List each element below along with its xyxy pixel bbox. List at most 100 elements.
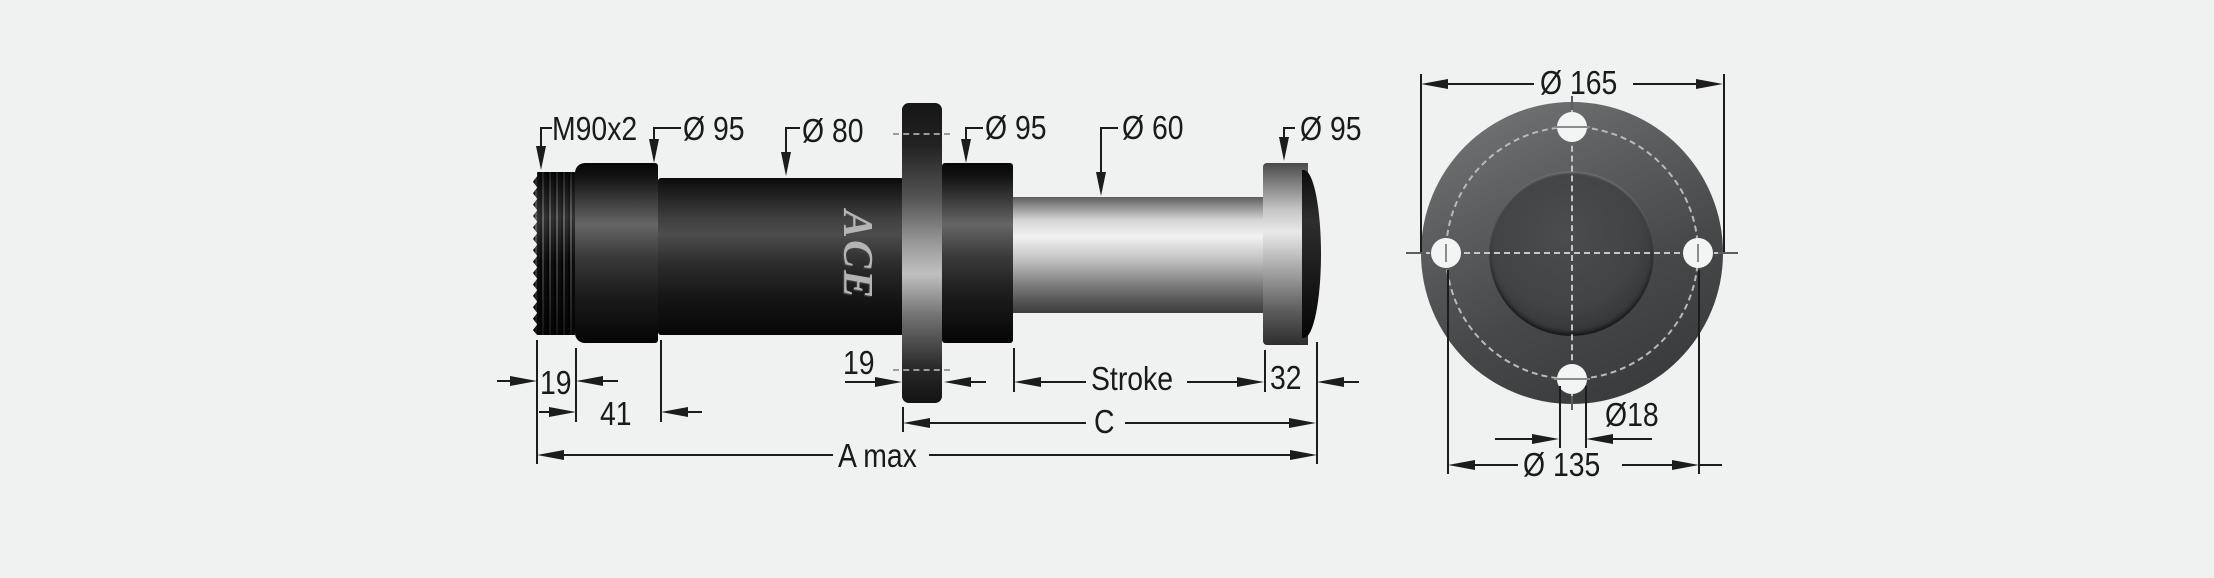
ext-collar-right bbox=[660, 340, 662, 422]
dim-flange-line-right bbox=[970, 381, 986, 383]
rod-dia-label: Ø 60 bbox=[1122, 109, 1184, 146]
rod-leader-stub bbox=[1100, 127, 1118, 129]
dim-165-line-left bbox=[1447, 83, 1534, 85]
end-cap-leader-line bbox=[1283, 127, 1285, 143]
dim-stroke-label: Stroke bbox=[1091, 360, 1174, 397]
ext-bolt-circle-left bbox=[1447, 270, 1449, 474]
front-collar bbox=[575, 163, 658, 343]
dim-amax-arrow-right bbox=[1290, 450, 1317, 460]
rear-collar bbox=[942, 163, 1013, 343]
flange-bolt-centerline-top bbox=[893, 133, 950, 135]
ext-cap-right bbox=[1316, 342, 1318, 464]
bolt-hole-top-tick bbox=[1554, 126, 1590, 128]
ext-stroke-left bbox=[1013, 348, 1015, 392]
dim-thread-value: 19 bbox=[540, 364, 572, 401]
front-centerline-h-stub-left bbox=[1406, 252, 1426, 254]
thread-section bbox=[533, 172, 575, 335]
main-body-cylinder bbox=[658, 178, 904, 335]
dim-32-value: 32 bbox=[1270, 359, 1302, 396]
ext-cap-left bbox=[1264, 350, 1266, 392]
thread-label: M90x2 bbox=[552, 110, 638, 147]
dim-c-line-left bbox=[929, 422, 1086, 424]
dim-flange-line-left bbox=[845, 381, 877, 383]
rear-collar-dia-label: Ø 95 bbox=[985, 109, 1047, 146]
body-leader-arrow bbox=[781, 152, 791, 176]
body-leader-line bbox=[785, 127, 787, 156]
dim-stroke-arrow-right bbox=[1237, 377, 1264, 387]
rear-collar-leader-line bbox=[965, 127, 967, 145]
dim-32-arrow-right bbox=[1317, 377, 1344, 387]
dim-165-arrow-right bbox=[1696, 79, 1723, 89]
ext-hole-left bbox=[1559, 386, 1561, 448]
end-cap-dia-label: Ø 95 bbox=[1300, 110, 1362, 147]
rod-end-cap bbox=[1263, 163, 1308, 345]
front-centerline-h-stub-right bbox=[1718, 252, 1738, 254]
dim-135-line-right bbox=[1622, 464, 1673, 466]
dim-c-label: C bbox=[1094, 403, 1115, 440]
rear-collar-leader-stub bbox=[965, 127, 983, 129]
dim-18-line-left bbox=[1495, 438, 1533, 440]
flange-side-view bbox=[902, 103, 942, 403]
dim-165-line-right bbox=[1633, 83, 1697, 85]
front-centerline-vertical bbox=[1571, 106, 1573, 400]
dim-18-arrow-right bbox=[1586, 434, 1613, 444]
dim-thread-line-right bbox=[602, 380, 618, 382]
front-collar-dia-label: Ø 95 bbox=[683, 110, 745, 147]
front-centerline-v-stub-top bbox=[1571, 96, 1573, 110]
dim-165-arrow-left bbox=[1421, 79, 1448, 89]
rod-end-cap-face bbox=[1302, 170, 1321, 338]
dim-thread-arrow-right bbox=[576, 376, 603, 386]
rear-collar-leader-arrow bbox=[961, 139, 971, 163]
bolt-hole-right-tick bbox=[1697, 244, 1699, 262]
dim-flange-arrow-left bbox=[875, 377, 902, 387]
rod-leader-line bbox=[1100, 127, 1102, 177]
end-cap-leader-stub bbox=[1283, 127, 1295, 129]
dim-c-arrow-left bbox=[903, 418, 930, 428]
ext-hole-right bbox=[1585, 386, 1587, 448]
bolt-hole-left-tick bbox=[1445, 244, 1447, 262]
ext-flange-od-left bbox=[1420, 74, 1422, 252]
piston-rod bbox=[1013, 197, 1264, 313]
dim-stroke-line-right bbox=[1187, 381, 1238, 383]
dim-amax-label: A max bbox=[838, 437, 917, 474]
dim-flange-arrow-right bbox=[944, 377, 971, 387]
dim-18-arrow-left bbox=[1532, 434, 1559, 444]
dim-thread-line-left bbox=[497, 380, 511, 382]
thread-leader-arrow bbox=[536, 146, 546, 170]
thread-leader-line bbox=[540, 127, 542, 152]
dim-stroke-line-left bbox=[1040, 381, 1086, 383]
ext-bolt-circle-right bbox=[1698, 270, 1700, 474]
dim-32-line-right bbox=[1343, 381, 1359, 383]
dim-135-arrow-right bbox=[1672, 460, 1699, 470]
brand-logo: ACE bbox=[834, 209, 880, 301]
body-dia-label: Ø 80 bbox=[802, 112, 864, 149]
thread-leader-stub bbox=[540, 127, 552, 129]
dim-41-line-left bbox=[539, 411, 551, 413]
dim-c-line-right bbox=[1125, 422, 1290, 424]
front-collar-leader-arrow bbox=[649, 139, 659, 163]
body-leader-stub bbox=[785, 127, 800, 129]
dim-135-value: Ø 135 bbox=[1523, 446, 1601, 483]
flange-bolt-centerline-bottom bbox=[893, 369, 950, 371]
dim-amax-line-right bbox=[929, 454, 1291, 456]
front-collar-leader-stub bbox=[653, 127, 681, 129]
dim-flange-value: 19 bbox=[843, 344, 875, 381]
ext-flange-od-right bbox=[1723, 74, 1725, 252]
dim-thread-arrow-left bbox=[510, 376, 537, 386]
dim-18-value: Ø18 bbox=[1605, 396, 1659, 433]
dim-stroke-arrow-left bbox=[1014, 377, 1041, 387]
dim-41-arrow-right bbox=[661, 407, 688, 417]
dim-165-value: Ø 165 bbox=[1540, 64, 1618, 101]
dim-41-value: 41 bbox=[600, 395, 632, 432]
end-cap-leader-arrow bbox=[1279, 137, 1289, 161]
rod-leader-arrow bbox=[1096, 172, 1106, 196]
dim-135-arrow-left bbox=[1448, 460, 1475, 470]
dim-c-arrow-right bbox=[1289, 418, 1316, 428]
dim-amax-line-left bbox=[563, 454, 833, 456]
dim-41-arrow-left bbox=[549, 407, 576, 417]
ext-thread-left bbox=[536, 340, 538, 464]
dim-amax-arrow-left bbox=[537, 450, 564, 460]
front-centerline-v-stub-bottom bbox=[1571, 396, 1573, 410]
dim-18-line-right bbox=[1612, 438, 1652, 440]
